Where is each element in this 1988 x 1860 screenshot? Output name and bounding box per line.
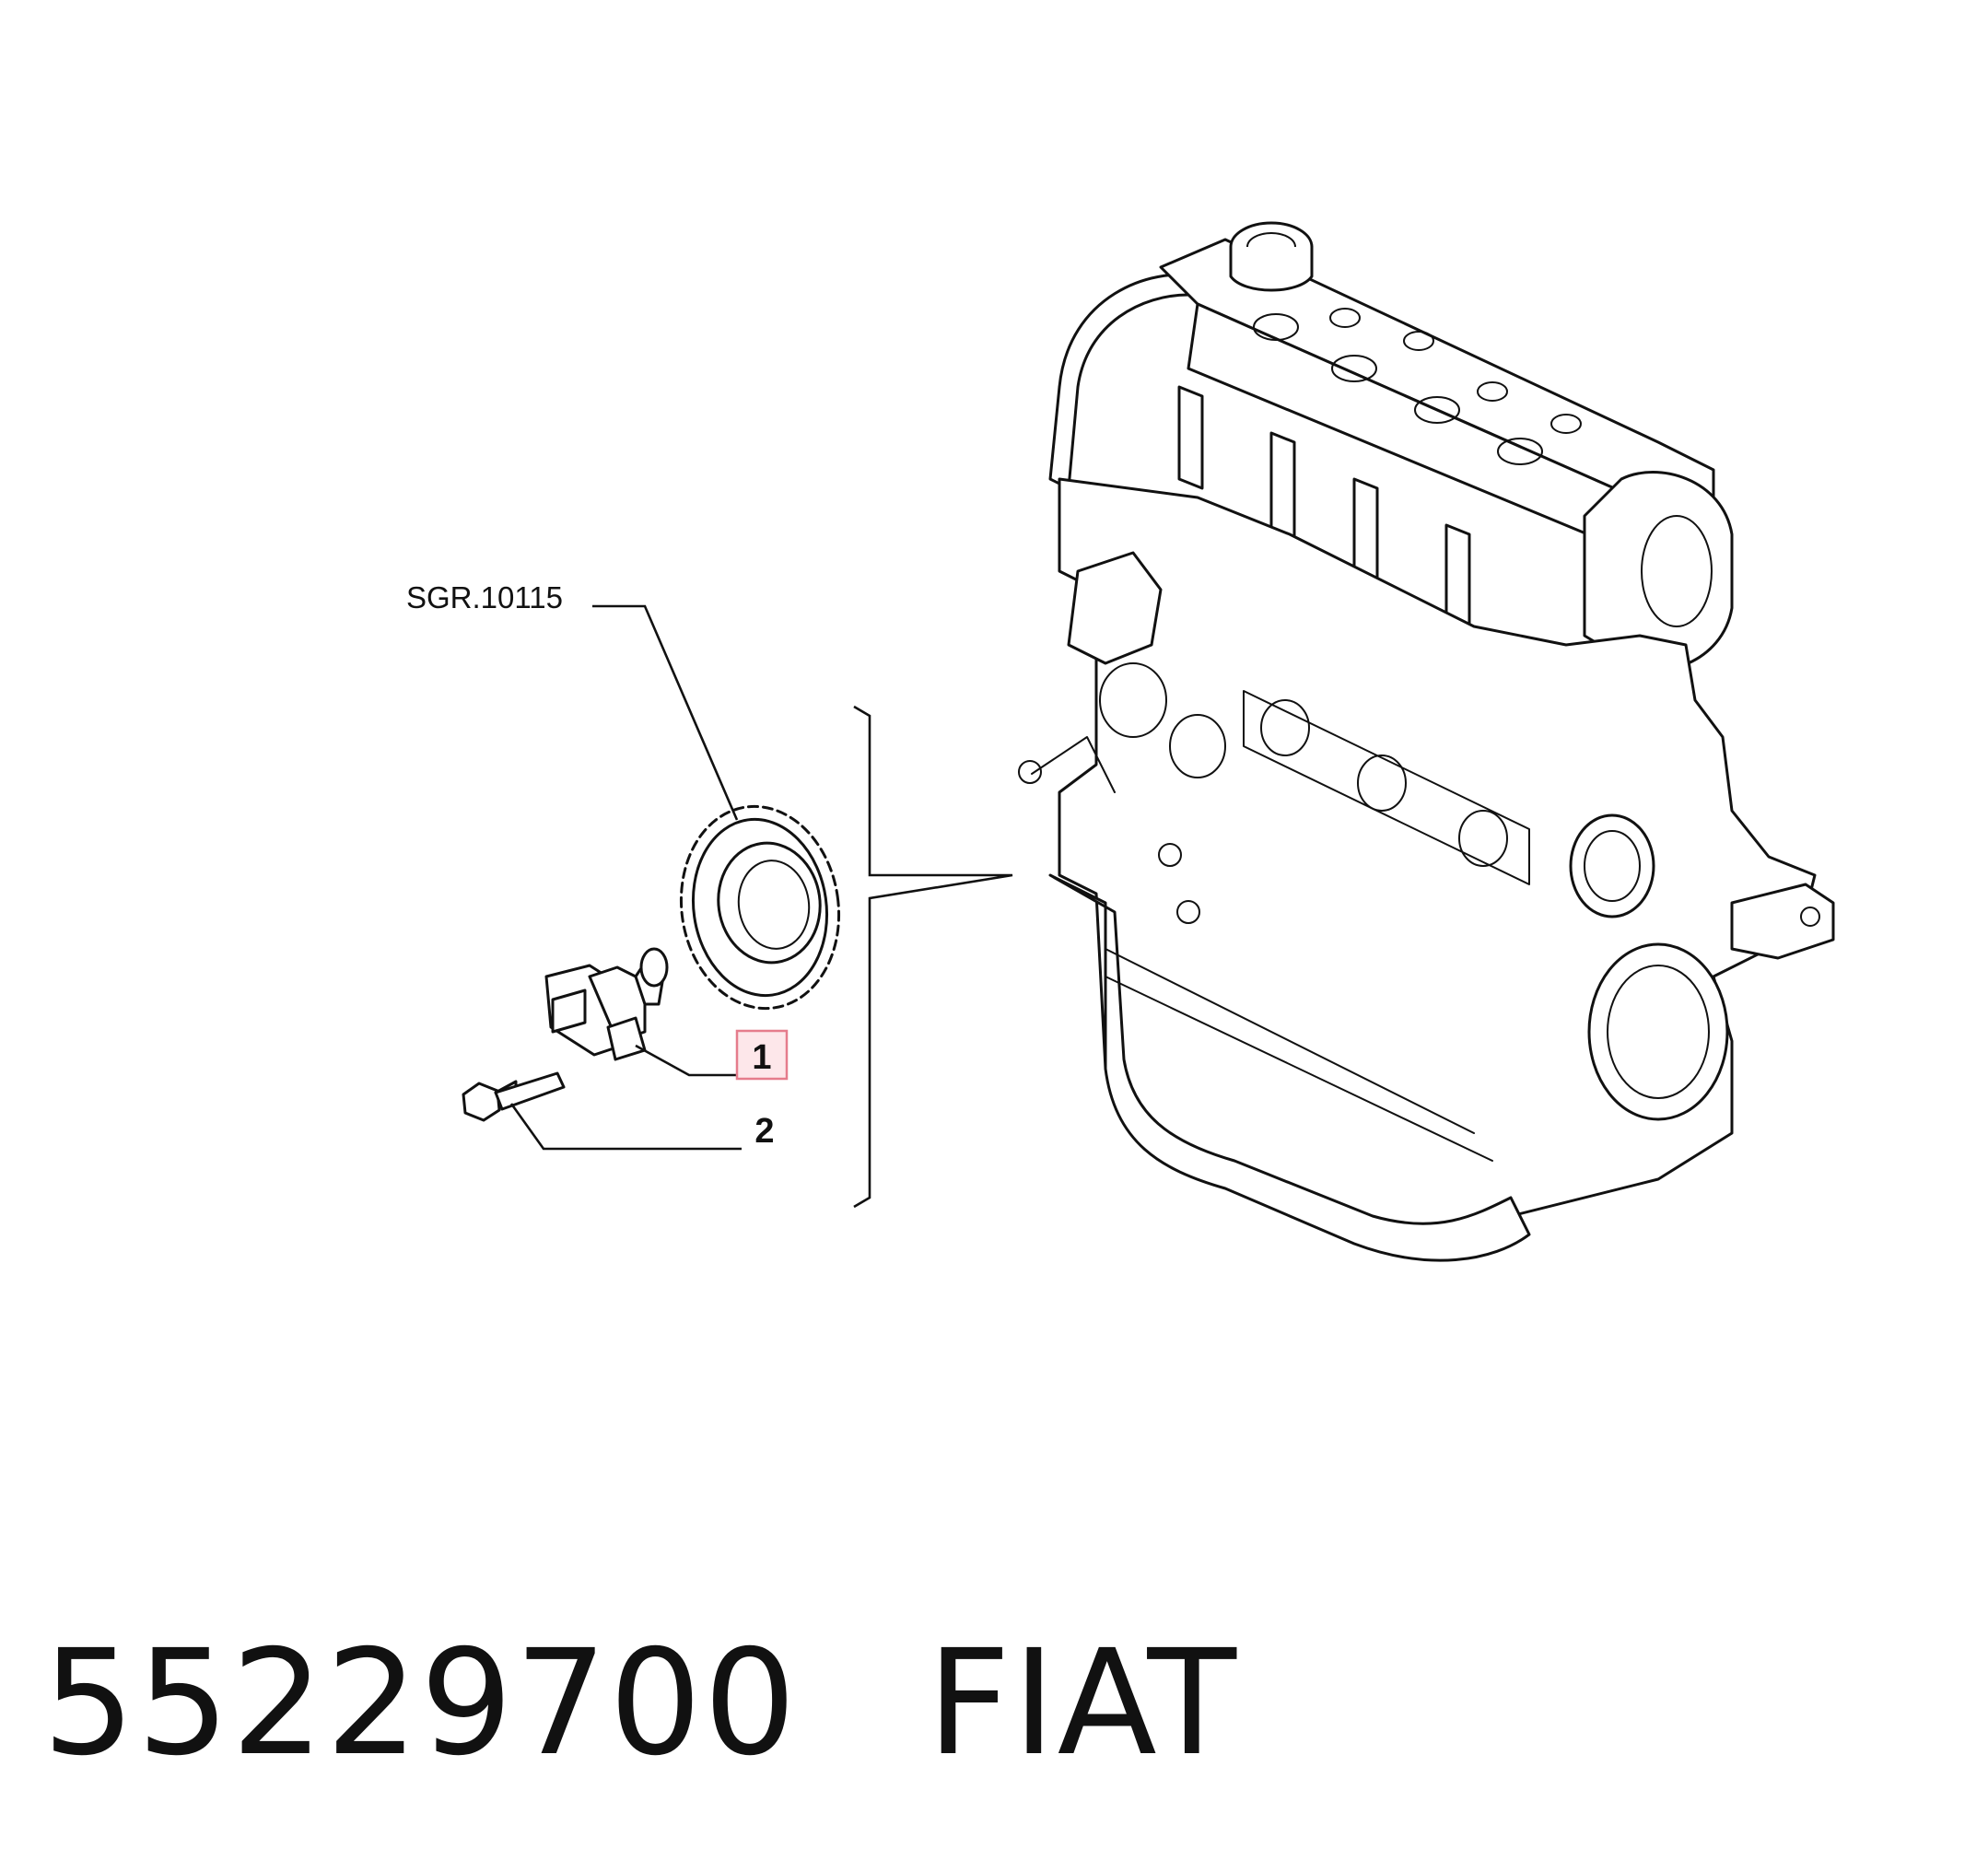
sensor-icon <box>544 947 669 1061</box>
sprocket-icon <box>679 804 841 1011</box>
brand-name: FIAT <box>927 1619 1239 1788</box>
engine-block-icon <box>1018 221 1835 1262</box>
ref-label: SGR.10115 <box>406 580 563 614</box>
item-1-label: 1 <box>752 1038 771 1077</box>
leader-2 <box>509 1103 742 1151</box>
part-number: 55229700 <box>42 1619 799 1788</box>
group-bracket <box>853 705 1013 1209</box>
footer: 55229700 FIAT <box>42 1631 1238 1796</box>
leader-1 <box>635 1044 739 1077</box>
bolt-icon <box>462 1071 566 1122</box>
leader-ref <box>592 604 739 821</box>
item-2-label: 2 <box>754 1112 774 1151</box>
item-1-highlight <box>735 1029 789 1081</box>
